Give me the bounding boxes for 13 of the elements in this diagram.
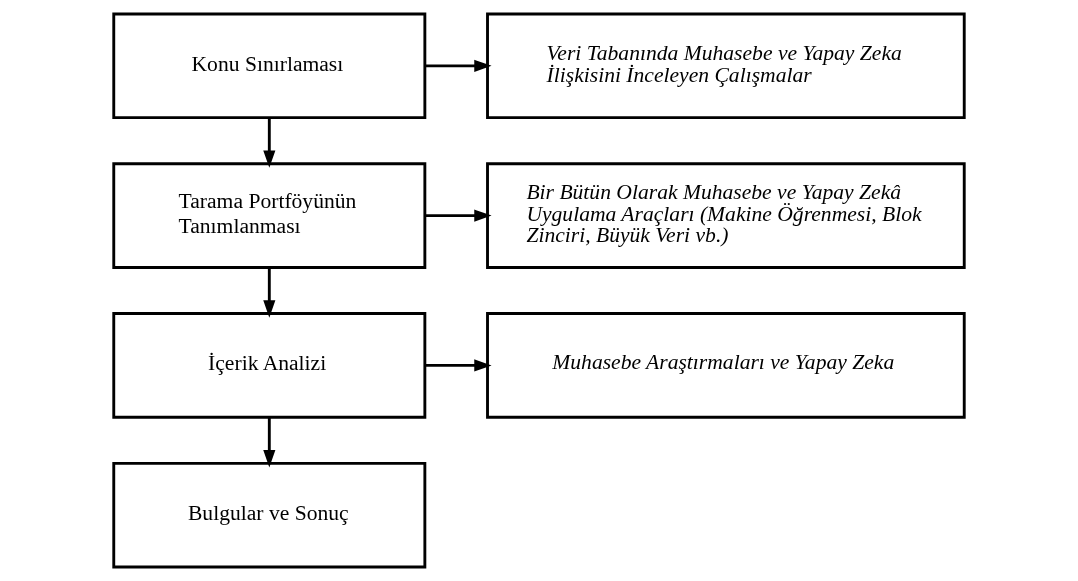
arrow [263, 267, 276, 318]
node-box: Muhasebe Araştırmaları ve Yapay Zeka [486, 312, 966, 419]
arrow [424, 359, 492, 372]
node-box: Tarama Portföyünün Tanımlanması [112, 162, 427, 269]
node-box: İçerik Analizi [112, 312, 427, 419]
node-box: Bulgular ve Sonuç [112, 461, 427, 569]
arrow [424, 209, 492, 222]
node-box: Bir Bütün Olarak Muhasebe ve Yapay Zekâ Uygulama Araçları (Makine Öğrenmesi, Blok Zinciri, Büyük Veri vb.) [486, 162, 966, 269]
arrow [424, 59, 492, 72]
arrow [263, 117, 276, 168]
node-box: Konu Sınırlaması [112, 12, 427, 120]
node-box: Veri Tabanında Muhasebe ve Yapay Zeka İlişkisini İnceleyen Çalışmalar [486, 12, 966, 120]
arrow [263, 417, 276, 468]
